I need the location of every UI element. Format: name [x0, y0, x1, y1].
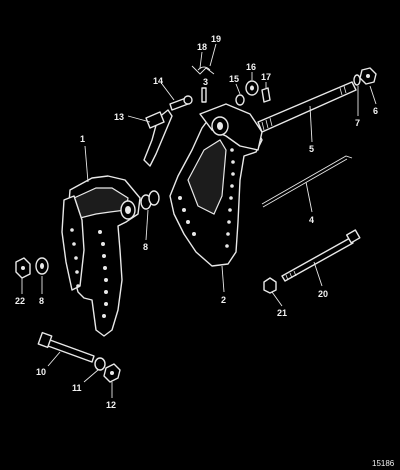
callout-8-center: 8 [143, 242, 148, 252]
callout-12: 12 [106, 400, 116, 410]
washer-8-left [35, 257, 49, 275]
callout-19: 19 [211, 34, 221, 44]
washer-11 [94, 357, 106, 371]
callout-21: 21 [277, 308, 287, 318]
callout-3: 3 [203, 77, 208, 87]
callout-4: 4 [309, 215, 314, 225]
clamp-bracket-left [61, 175, 141, 337]
spring-clip-18 [191, 65, 215, 75]
callout-16: 16 [246, 62, 256, 72]
callout-7: 7 [355, 118, 360, 128]
callout-2: 2 [221, 295, 226, 305]
washer-7 [353, 74, 361, 86]
callout-8-left: 8 [39, 296, 44, 306]
callout-1: 1 [80, 134, 85, 144]
figure-number: 15186 [372, 459, 395, 468]
callout-5: 5 [309, 144, 314, 154]
screw-17 [261, 87, 271, 103]
nut-12 [103, 363, 121, 383]
tilt-rod [261, 155, 353, 208]
callout-15: 15 [229, 74, 239, 84]
callout-20: 20 [318, 289, 328, 299]
nut-22 [15, 257, 31, 279]
callout-18: 18 [197, 42, 207, 52]
callout-11: 11 [72, 383, 82, 393]
bolt-14 [169, 95, 193, 111]
callout-17: 17 [261, 72, 271, 82]
tilt-lever-13 [143, 109, 173, 167]
nut-21 [263, 277, 277, 294]
pin-3 [201, 87, 207, 103]
long-bolt-20 [281, 229, 361, 282]
knob-16 [245, 80, 259, 96]
washer-15 [235, 94, 245, 106]
callout-14: 14 [153, 76, 163, 86]
callout-13: 13 [114, 112, 124, 122]
callout-22: 22 [15, 296, 25, 306]
spring-19 [197, 66, 211, 71]
bolt-10 [37, 331, 95, 363]
washer-8-center [140, 190, 160, 210]
callout-10: 10 [36, 367, 46, 377]
clamp-bracket-right [169, 103, 263, 267]
through-tube [257, 81, 357, 133]
leader-lines [21, 43, 377, 398]
callout-6: 6 [373, 106, 378, 116]
tube-nut-6 [359, 67, 377, 85]
